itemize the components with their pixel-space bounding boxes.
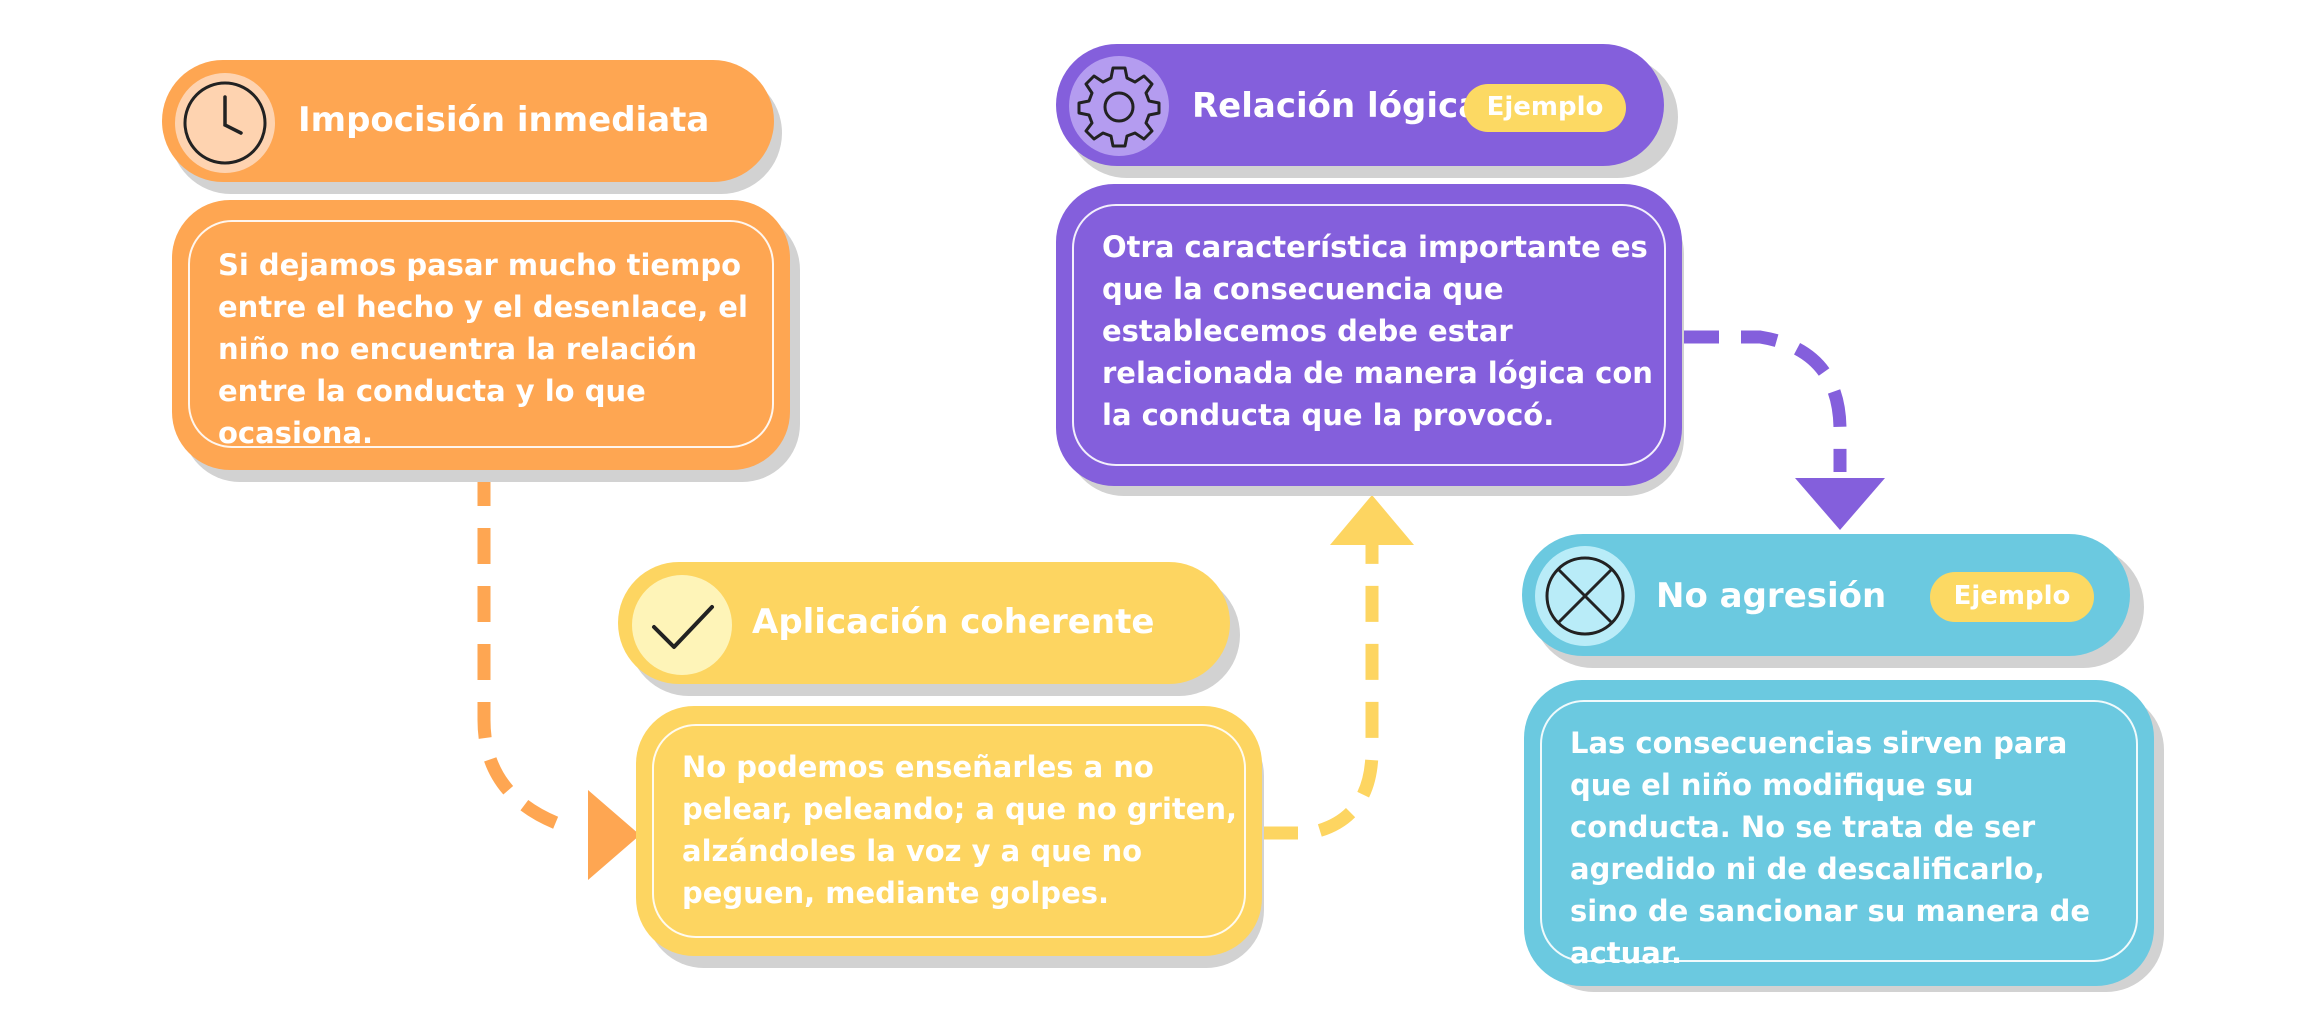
card-inner-border — [652, 724, 1246, 938]
gear-icon — [1077, 66, 1161, 148]
icon-circle-noagresion — [1535, 546, 1635, 646]
icon-circle-relacion — [1069, 56, 1169, 156]
x-circle-icon — [1545, 556, 1625, 636]
text-relacion: Otra característica importante es que la… — [1102, 230, 1653, 432]
clock-icon — [183, 81, 267, 165]
badge-ejemplo-relacion[interactable]: Ejemplo — [1464, 84, 1626, 132]
text-aplicacion: No podemos enseñarles a no pelear, pelea… — [682, 750, 1238, 910]
badge-ejemplo-noagresion[interactable]: Ejemplo — [1930, 572, 2094, 622]
title-noagresion: No agresión — [1656, 576, 1887, 616]
card-noagresion: Las consecuencias sirven para que el niñ… — [1524, 680, 2154, 986]
title-impocision: Impocisión inmediata — [298, 100, 710, 140]
arrow-head-purple — [1795, 478, 1885, 530]
text-noagresion: Las consecuencias sirven para que el niñ… — [1570, 726, 2091, 970]
card-inner-border — [1540, 700, 2138, 962]
arrow-head-orange — [588, 790, 640, 880]
arrow-head-yellow — [1330, 495, 1414, 545]
connector-purple — [1683, 330, 1847, 472]
card-inner-border — [1072, 204, 1666, 466]
card-impocision: Si dejamos pasar mucho tiempo entre el h… — [172, 200, 790, 470]
icon-circle-aplicacion — [632, 575, 732, 675]
text-impocision: Si dejamos pasar mucho tiempo entre el h… — [218, 248, 748, 450]
icon-circle-impocision — [175, 73, 275, 173]
title-aplicacion: Aplicación coherente — [752, 602, 1155, 642]
check-icon — [652, 605, 714, 649]
card-aplicacion: No podemos enseñarles a no pelear, pelea… — [636, 706, 1262, 956]
card-inner-border — [188, 220, 774, 448]
title-relacion: Relación lógica — [1192, 86, 1482, 126]
connector-orange — [477, 470, 573, 835]
card-relacion: Otra característica importante es que la… — [1056, 184, 1682, 486]
connector-yellow — [1262, 545, 1379, 840]
